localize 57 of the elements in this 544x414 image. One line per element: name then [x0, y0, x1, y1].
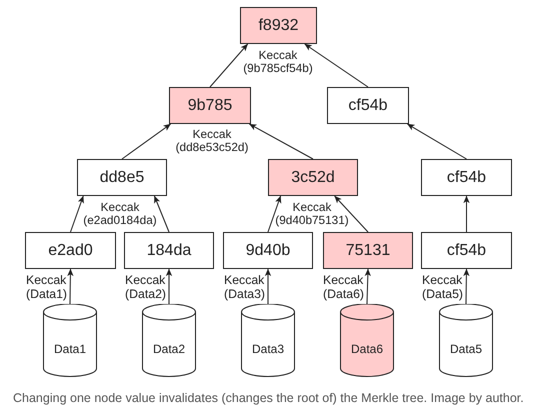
data-label: Data1 — [52, 342, 88, 356]
arrow — [268, 196, 282, 232]
hash-value: f8932 — [258, 18, 299, 34]
arrow — [406, 124, 467, 160]
hash-value: dd8e5 — [100, 170, 144, 186]
hash-value: cf54b — [446, 170, 486, 186]
hash-box — [323, 232, 413, 269]
hash-box — [268, 159, 358, 196]
hash-box — [223, 232, 313, 269]
hash-box — [421, 232, 512, 269]
arrow — [166, 268, 172, 304]
database-cylinder — [439, 304, 493, 377]
hash-value: 9b785 — [188, 98, 232, 114]
data-label: Data5 — [448, 342, 484, 356]
hash-box — [240, 7, 317, 44]
edge-label: Keccak (Data3) — [224, 273, 265, 302]
edge-label: Keccak (Data6) — [323, 273, 364, 302]
hash-box — [77, 159, 167, 196]
arrow — [248, 124, 314, 160]
arrow — [264, 268, 272, 304]
arrow — [210, 44, 248, 88]
database-cylinder — [142, 304, 196, 377]
arrow — [154, 196, 170, 232]
database-cylinder — [43, 304, 97, 377]
arrow — [364, 268, 371, 304]
hash-value: cf54b — [348, 98, 388, 114]
hash-value: cf54b — [446, 242, 486, 258]
database-cylinder — [241, 304, 295, 377]
hash-box — [327, 87, 409, 124]
edge-label: Keccak (Data2) — [125, 273, 166, 302]
hash-box — [169, 87, 251, 124]
edge-label: Keccak (Data1) — [26, 273, 67, 302]
hash-value: e2ad0 — [48, 242, 93, 258]
hash-function-label: Keccak (dd8e53c52d) — [176, 128, 248, 154]
hash-function-label: Keccak (e2ad0184da) — [83, 201, 157, 227]
database-cylinder — [340, 304, 394, 377]
hash-value: 75131 — [346, 242, 390, 258]
hash-box — [124, 232, 214, 269]
arrow — [463, 268, 470, 304]
arrow — [122, 124, 172, 160]
arrow — [304, 44, 368, 88]
hash-function-label: Keccak (9d40b75131) — [275, 201, 349, 227]
hash-value: 9d40b — [246, 242, 290, 258]
arrow — [334, 196, 368, 232]
caption: Changing one node value invalidates (changes the root of) the Merkle tree. Image by author. — [13, 391, 524, 405]
hash-value: 3c52d — [291, 170, 335, 186]
hash-box — [421, 159, 512, 196]
arrow — [70, 196, 84, 232]
data-label: Data3 — [250, 342, 286, 356]
data-label: Data6 — [350, 342, 384, 356]
hash-function-label: Keccak (9b785cf54b) — [243, 49, 313, 75]
arrow — [67, 268, 74, 304]
hash-value: 184da — [146, 242, 192, 258]
arrow — [463, 196, 470, 232]
edge-label: Keccak (Data5) — [422, 273, 463, 302]
hash-box — [25, 232, 116, 269]
data-label: Data2 — [152, 342, 186, 356]
